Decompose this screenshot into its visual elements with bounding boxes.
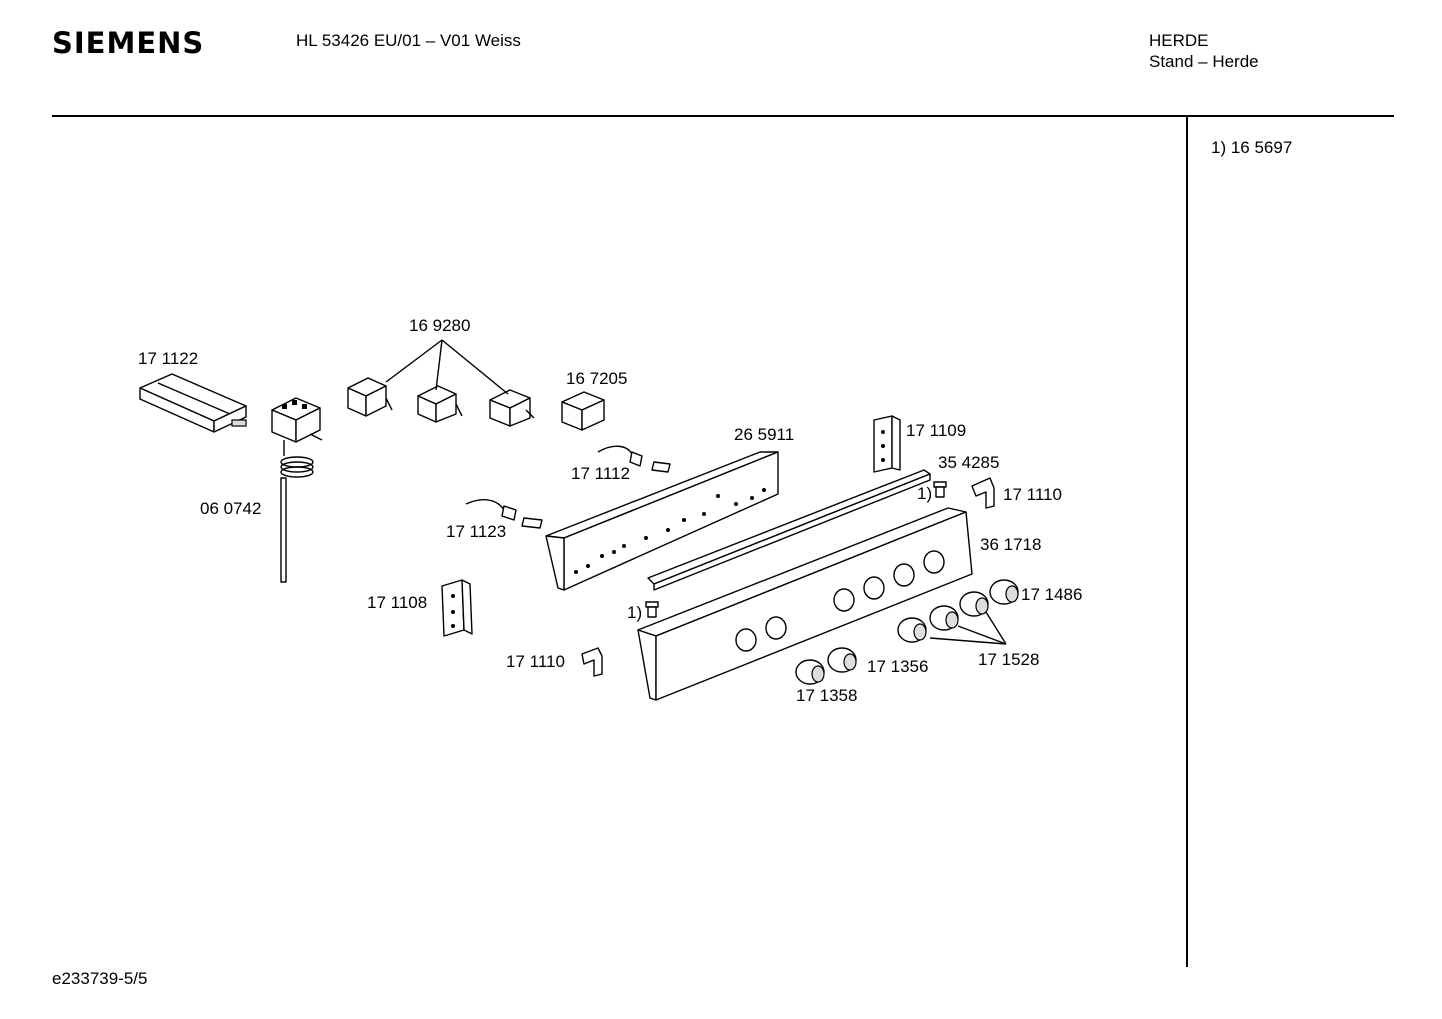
part-number-label: 17 1123 — [446, 522, 506, 541]
control-knob-part[interactable] — [827, 647, 857, 673]
front-control-panel-part[interactable] — [637, 507, 973, 701]
leader-line — [435, 339, 443, 391]
part-number-label: 17 1356 — [867, 657, 928, 676]
rotary-switch-part[interactable] — [347, 377, 393, 417]
sidebar-divider — [1186, 117, 1188, 967]
leader-line — [929, 637, 1007, 645]
part-number-label: 35 4285 — [938, 453, 999, 472]
part-number-label: 17 1122 — [138, 349, 198, 368]
control-knob-part[interactable] — [795, 659, 825, 685]
rotary-switch-part[interactable] — [417, 385, 463, 423]
leader-line — [385, 339, 443, 383]
indicator-lamp-part[interactable] — [465, 499, 543, 529]
reference-marker: 1) — [627, 603, 642, 622]
mounting-bracket-part[interactable] — [441, 579, 473, 637]
part-number-label: 17 1358 — [796, 686, 857, 705]
part-number-label: 16 7205 — [566, 369, 627, 388]
retaining-clip-part[interactable] — [581, 647, 603, 677]
subcategory-label: Stand – Herde — [1149, 52, 1259, 71]
part-number-label: 16 9280 — [409, 316, 470, 335]
leader-line — [441, 339, 509, 395]
category-label: HERDE — [1149, 31, 1209, 50]
retaining-clip-part[interactable] — [971, 477, 995, 509]
part-number-label: 17 1110 — [1003, 485, 1062, 504]
rotary-switch-part[interactable] — [489, 389, 535, 427]
energy-regulator-part[interactable] — [561, 391, 605, 431]
header-divider — [52, 115, 1394, 117]
terminal-strip-part[interactable] — [139, 373, 247, 433]
leader-line — [957, 625, 1007, 645]
part-number-label: 26 5911 — [734, 425, 794, 444]
brand-logo: SIEMENS — [52, 26, 205, 60]
screw-part[interactable] — [933, 481, 947, 498]
part-number-label: 17 1109 — [906, 421, 966, 440]
part-number-label: 17 1528 — [978, 650, 1039, 669]
part-number-label: 36 1718 — [980, 535, 1041, 554]
leader-line — [985, 611, 1007, 645]
part-number-label: 17 1110 — [506, 652, 565, 671]
indicator-lamp-part[interactable] — [597, 445, 671, 473]
control-panel-bracket-part[interactable] — [545, 451, 779, 591]
footnote-reference: 1) 16 5697 — [1211, 138, 1293, 157]
part-number-label: 06 0742 — [200, 499, 261, 518]
control-knob-part[interactable] — [959, 591, 989, 617]
control-knob-part[interactable] — [897, 617, 927, 643]
model-title: HL 53426 EU/01 – V01 Weiss — [296, 31, 521, 50]
part-number-label: 17 1486 — [1021, 585, 1082, 604]
part-number-label: 17 1112 — [571, 464, 630, 483]
control-knob-part[interactable] — [929, 605, 959, 631]
document-id: e233739-5/5 — [52, 969, 148, 988]
screw-part[interactable] — [645, 601, 659, 618]
reference-marker: 1) — [917, 484, 932, 503]
support-rail-part[interactable] — [647, 469, 931, 591]
thermostat-part[interactable] — [271, 397, 323, 583]
mounting-bracket-part[interactable] — [873, 415, 901, 473]
part-number-label: 17 1108 — [367, 593, 427, 612]
control-knob-part[interactable] — [989, 579, 1019, 605]
